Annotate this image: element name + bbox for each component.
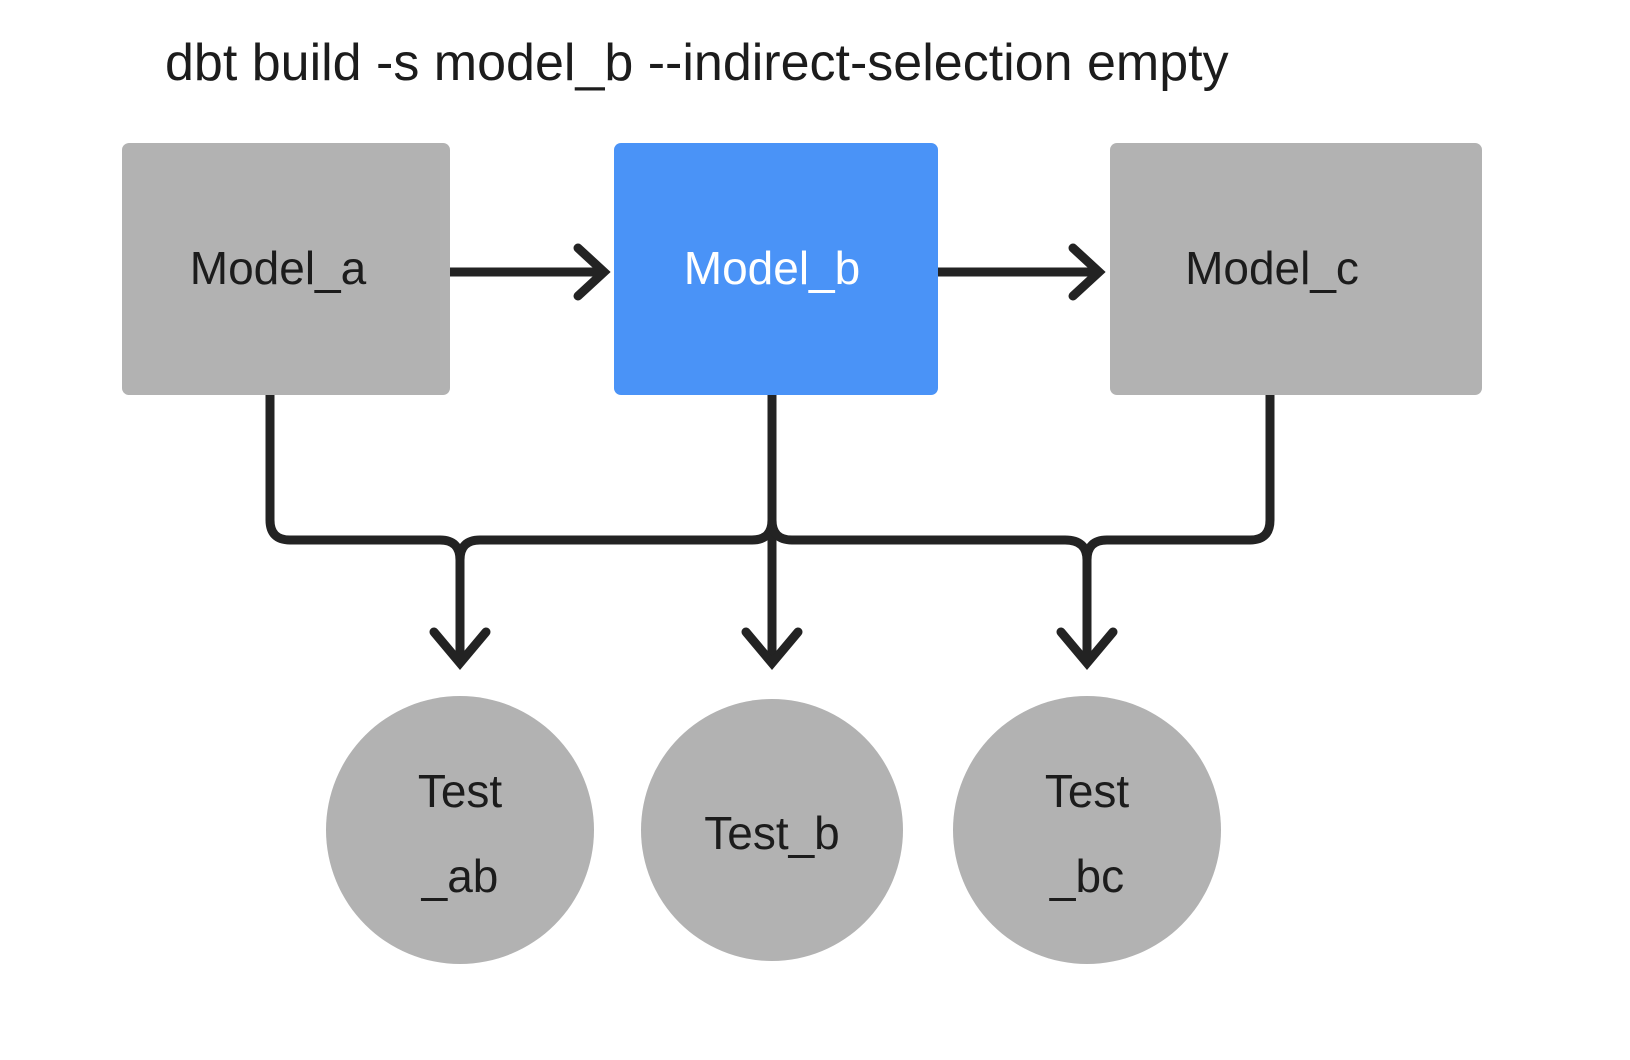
edge-line xyxy=(265,395,465,660)
node-model-a-shape[interactable] xyxy=(122,143,450,395)
edge-line xyxy=(767,395,1092,660)
edge-model-b-to-test-bc xyxy=(767,395,1118,671)
arrowhead-icon xyxy=(741,627,803,671)
edge-model-c-to-test-bc xyxy=(1082,395,1275,660)
node-test-bc-shape[interactable] xyxy=(953,696,1221,964)
model-node-layer: Model_a Model_b Model_c xyxy=(122,143,1482,395)
arrowhead-icon xyxy=(1056,627,1118,671)
test-node-layer: Test _ab Test_b Test _bc xyxy=(326,696,1221,964)
arrowhead-icon xyxy=(429,627,491,671)
node-model-b[interactable]: Model_b xyxy=(614,143,938,395)
edge-model-a-to-model-b xyxy=(450,243,611,301)
diagram-title: dbt build -s model_b --indirect-selectio… xyxy=(165,34,1229,92)
node-model-a-label: Model_a xyxy=(190,242,367,294)
node-test-b-label: Test_b xyxy=(704,807,840,859)
edge-model-b-to-test-ab xyxy=(429,395,777,671)
node-test-ab-shape[interactable] xyxy=(326,696,594,964)
edge-line xyxy=(455,395,777,660)
node-test-b[interactable]: Test_b xyxy=(641,699,903,961)
node-test-bc-label-line2: _bc xyxy=(1049,850,1124,902)
node-model-b-label: Model_b xyxy=(684,242,860,294)
node-model-b-shape[interactable] xyxy=(614,143,938,395)
edge-layer xyxy=(265,243,1275,671)
node-test-ab-label-line2: _ab xyxy=(421,850,499,902)
node-model-a[interactable]: Model_a xyxy=(122,143,450,395)
node-test-ab[interactable]: Test _ab xyxy=(326,696,594,964)
node-model-c-shape[interactable] xyxy=(1110,143,1482,395)
node-test-bc[interactable]: Test _bc xyxy=(953,696,1221,964)
arrowhead-icon xyxy=(573,243,611,301)
arrowhead-icon xyxy=(1068,243,1106,301)
edge-model-b-to-model-c xyxy=(938,243,1106,301)
node-model-c[interactable]: Model_c xyxy=(1110,143,1482,395)
edge-model-a-to-test-ab xyxy=(265,395,465,660)
node-test-bc-label-line1: Test xyxy=(1045,765,1130,817)
node-test-ab-label-line1: Test xyxy=(418,765,503,817)
node-test-b-shape[interactable] xyxy=(641,699,903,961)
edge-line xyxy=(1082,395,1275,660)
node-model-c-label: Model_c xyxy=(1185,242,1359,294)
